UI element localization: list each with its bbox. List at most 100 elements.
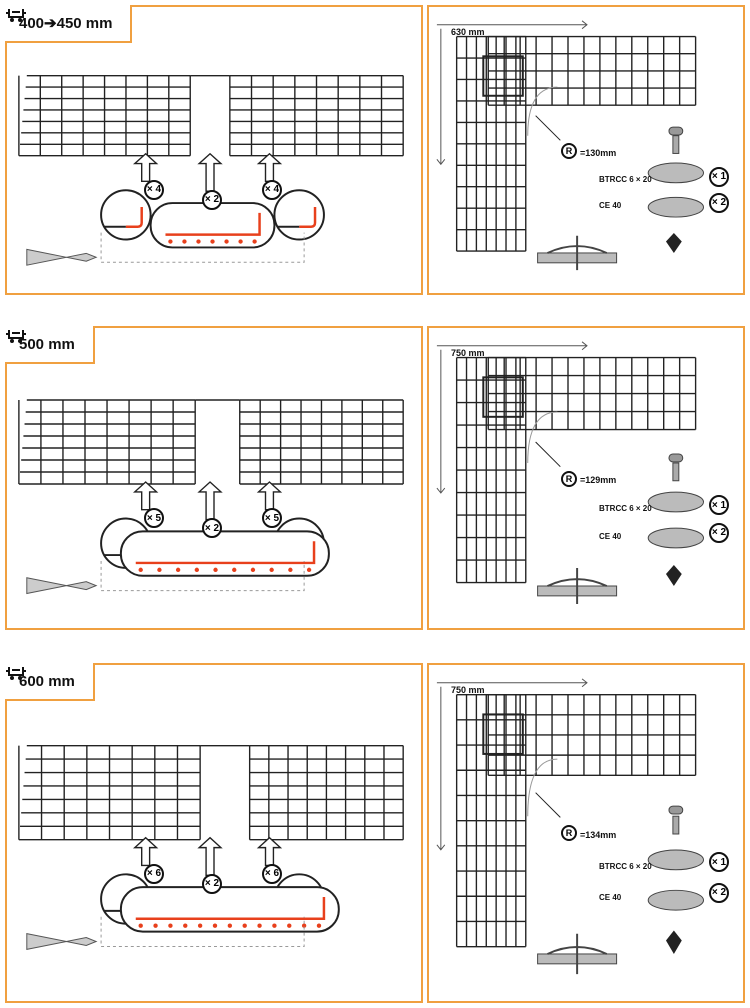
bolt-shaft-icon [672, 135, 680, 154]
depth-dimension-arrow [436, 349, 446, 494]
cut-point [287, 923, 292, 928]
side-count-left: × 5 [144, 508, 164, 529]
wire-mesh-right [248, 744, 404, 841]
radius-curve [527, 411, 558, 464]
tray-cut-diagram [18, 744, 404, 951]
cut-point [153, 923, 158, 928]
bolt-shaft-icon [672, 815, 680, 835]
detail-oval [119, 886, 340, 933]
up-arrow-icon [256, 481, 283, 511]
bolt-head-icon [668, 126, 684, 136]
depth-dimension-arrow [436, 28, 446, 166]
assembled-bolt-icon [547, 568, 608, 604]
left-panel-2: 500 mm × 5 × 5 × 2 [5, 326, 423, 630]
width-label: 630 mm [451, 27, 485, 37]
radius-label: =129mm [580, 475, 617, 486]
radius-label: =130mm [580, 147, 617, 158]
bolt-label: BTRCC 6 × 20 [599, 504, 652, 514]
cut-point [168, 239, 173, 244]
joint-plate [482, 55, 524, 97]
radius-pointer [535, 441, 561, 468]
width-dimension-arrow [436, 341, 588, 351]
wire-mesh-left [18, 74, 191, 157]
side-count-left: × 4 [144, 179, 164, 200]
washer-label: CE 40 [599, 201, 622, 211]
up-arrow-icon [197, 152, 223, 192]
cut-point [210, 239, 215, 244]
detail-circle-left [100, 189, 152, 241]
cut-point [183, 923, 188, 928]
cut-point [194, 567, 200, 573]
washer-qty: × 2 [709, 882, 729, 903]
center-count: × 2 [202, 873, 222, 894]
side-count-right: × 5 [262, 508, 282, 529]
cut-point [272, 923, 277, 928]
washer-qty: × 2 [709, 192, 729, 213]
width-dimension-arrow [436, 20, 588, 30]
bolt-cutter-icon [26, 577, 98, 595]
cut-point [288, 567, 293, 573]
nut-icon [665, 930, 682, 954]
center-count: × 2 [202, 518, 222, 539]
bolt-qty: × 1 [709, 495, 729, 516]
cut-line [299, 207, 317, 228]
wire-mesh-right [229, 74, 404, 157]
side-count-right: × 4 [262, 179, 282, 200]
cut-point [232, 567, 237, 573]
cut-point [306, 567, 312, 573]
up-arrow-icon [256, 152, 283, 183]
radius-symbol: R [561, 143, 577, 160]
washer-icon [647, 527, 704, 549]
washer-label: CE 40 [599, 892, 622, 902]
corner-mesh-vertical [455, 356, 527, 584]
radius-pointer [535, 792, 561, 818]
joint-plate [482, 713, 524, 755]
radius-curve [527, 86, 558, 136]
detail-oval [119, 530, 330, 577]
size-title-text: 600 mm [19, 672, 75, 690]
depth-dimension-arrow [436, 686, 446, 851]
cut-point [257, 923, 262, 928]
bolt-head-icon [668, 805, 684, 815]
up-arrow-icon [132, 481, 159, 511]
up-arrow-icon [256, 836, 283, 867]
left-panel-1: 400➔450 mm× 4× 4× 2 [5, 5, 423, 295]
corner-diagram [436, 20, 704, 271]
guide-line [100, 560, 305, 592]
assembled-bolt-icon [547, 933, 608, 975]
clamp-plate-icon [647, 849, 704, 871]
bolt-head-icon [668, 453, 684, 463]
up-arrow-icon [197, 481, 223, 521]
corner-mesh-horizontal [487, 356, 697, 431]
wire-mesh-left [18, 399, 196, 485]
width-label: 750 mm [451, 348, 485, 358]
washer-label: CE 40 [599, 531, 622, 541]
bolt-label: BTRCC 6 × 20 [599, 862, 652, 872]
bolt-shaft-icon [672, 462, 680, 482]
radius-pointer [535, 115, 561, 141]
cut-line [135, 541, 316, 565]
corner-mesh-vertical [455, 693, 527, 948]
size-title: 500 mm [5, 326, 95, 364]
bolt-qty: × 1 [709, 166, 729, 187]
cut-point [316, 923, 322, 928]
washer-icon [647, 889, 704, 911]
clamp-plate-icon [647, 491, 704, 513]
cut-point [182, 239, 187, 244]
corner-diagram [436, 678, 704, 975]
left-panel-3: 600 mm× 6× 6× 2 [5, 663, 423, 1003]
side-count-right: × 6 [262, 863, 282, 884]
size-title-text: 500 mm [19, 335, 75, 353]
size-title: 600 mm [5, 663, 95, 701]
bolt-cutter-icon [26, 248, 98, 266]
up-arrow-icon [132, 152, 159, 183]
cut-point [269, 567, 274, 573]
tray-cut-diagram [18, 399, 404, 595]
cut-point [168, 923, 173, 928]
cut-line [165, 212, 261, 236]
radius-label: =134mm [580, 829, 617, 840]
clamp-plate-icon [647, 162, 704, 184]
corner-mesh-horizontal [487, 693, 697, 776]
